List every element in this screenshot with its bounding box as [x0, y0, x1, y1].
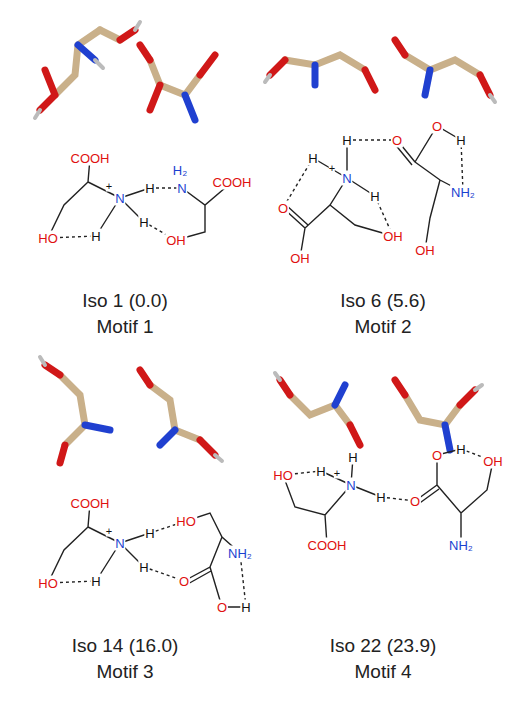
hydrogen-label: H — [144, 526, 155, 541]
hydrogen-label: H — [307, 151, 318, 166]
hydrogen-label: H — [347, 450, 358, 465]
oxygen-label: O — [277, 201, 289, 216]
oxygen-label: OH — [482, 454, 504, 469]
nitrogen-label: NH₂ — [448, 538, 474, 553]
oxygen-label: O — [391, 133, 403, 148]
charge-sign: + — [106, 181, 112, 192]
hydrogen-label: H — [315, 464, 326, 479]
charge-sign: + — [329, 163, 335, 174]
hydrogen-label: H — [90, 574, 101, 589]
hydrogen-label: H — [455, 133, 466, 148]
isomer-caption: Iso 6 (5.6) — [340, 291, 426, 310]
hydrogen-label: H — [138, 215, 149, 230]
hydrogen-label: H — [455, 442, 466, 457]
nitrogen-label: N — [345, 478, 356, 493]
oxygen-label: HO — [37, 576, 59, 591]
nitrogen-label: H₂ — [172, 163, 188, 178]
oxygen-label: O — [178, 574, 190, 589]
hydrogen-label: H — [369, 189, 380, 204]
hydrogen-label: H — [90, 229, 101, 244]
oxygen-label: HO — [37, 231, 59, 246]
hydrogen-label: H — [375, 490, 386, 505]
oxygen-label: OH — [289, 251, 311, 266]
nitrogen-label: N — [341, 171, 352, 186]
nitrogen-label: N — [176, 181, 187, 196]
oxygen-label: HO — [175, 514, 197, 529]
oxygen-label: COOH — [307, 538, 348, 553]
hydrogen-label: H — [240, 600, 251, 615]
charge-sign: + — [334, 468, 340, 479]
oxygen-label: OH — [382, 229, 404, 244]
isomer-caption: Motif 2 — [354, 317, 411, 336]
hydrogen-label: H — [341, 133, 352, 148]
isomer-caption: Iso 22 (23.9) — [330, 636, 437, 655]
isomer-caption: Iso 14 (16.0) — [72, 636, 179, 655]
isomer-caption: Motif 3 — [96, 662, 153, 681]
oxygen-label: COOH — [212, 175, 253, 190]
nitrogen-label: NH₂ — [227, 546, 253, 561]
nitrogen-label: N — [114, 536, 125, 551]
oxygen-label: COOH — [70, 496, 111, 511]
oxygen-label: O — [409, 494, 421, 509]
isomer-caption: Motif 4 — [354, 662, 411, 681]
nitrogen-label: NH₂ — [450, 185, 476, 200]
oxygen-label: HO — [272, 468, 294, 483]
oxygen-label: O — [216, 600, 228, 615]
isomer-caption: Iso 1 (0.0) — [82, 291, 168, 310]
oxygen-label: O — [431, 119, 443, 134]
charge-sign: + — [106, 526, 112, 537]
nitrogen-label: N — [114, 191, 125, 206]
oxygen-label: COOH — [70, 151, 111, 166]
hydrogen-label: H — [138, 560, 149, 575]
oxygen-label: OH — [165, 233, 187, 248]
oxygen-label: O — [431, 448, 443, 463]
isomer-caption: Motif 1 — [96, 317, 153, 336]
oxygen-label: OH — [414, 243, 436, 258]
hydrogen-label: H — [144, 181, 155, 196]
